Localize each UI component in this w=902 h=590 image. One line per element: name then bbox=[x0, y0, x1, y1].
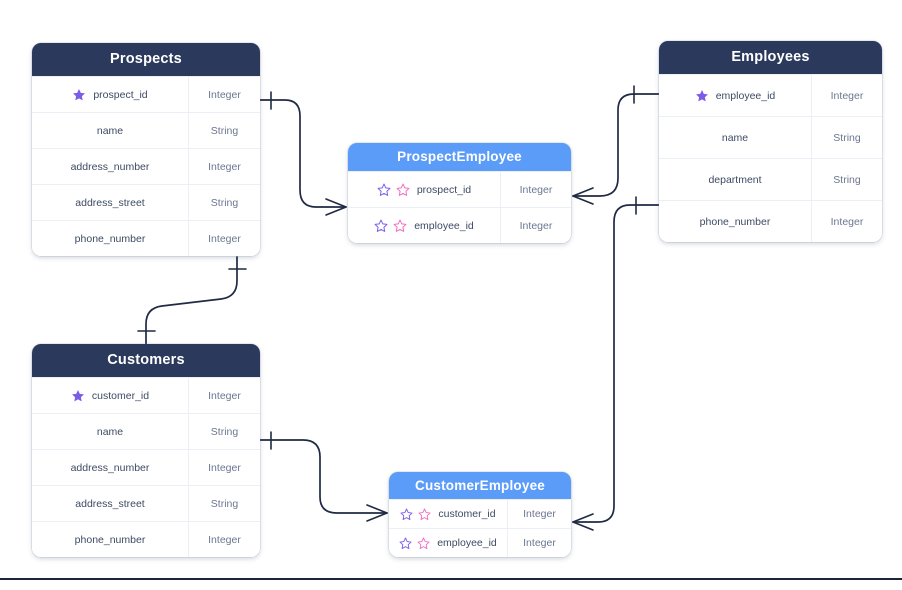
attribute-type-cell: Integer bbox=[188, 221, 260, 256]
attribute-label: employee_id bbox=[437, 537, 497, 549]
attribute-name-cell: customer_id bbox=[389, 500, 507, 528]
entity-customers[interactable]: Customers customer_id Integer name Strin… bbox=[32, 344, 260, 557]
attribute-label: customer_id bbox=[91, 389, 150, 402]
entity-title-employees: Employees bbox=[659, 41, 882, 74]
edge-prospects-customers bbox=[137, 256, 247, 345]
edge-customers-customeremployee bbox=[259, 431, 388, 522]
attribute-name-cell: address_number bbox=[32, 450, 188, 485]
attribute-label: address_street bbox=[75, 497, 145, 510]
attribute-label: address_number bbox=[70, 160, 150, 173]
attribute-type-cell: String bbox=[811, 159, 882, 200]
attribute-type-cell: String bbox=[188, 113, 260, 148]
attribute-label: department bbox=[708, 173, 762, 186]
attribute-type-cell: Integer bbox=[500, 172, 571, 207]
entity-title-customers: Customers bbox=[32, 344, 260, 377]
attribute-name-cell: phone_number bbox=[32, 221, 188, 256]
attribute-row[interactable]: employee_id Integer bbox=[348, 207, 571, 243]
attribute-type-cell: Integer bbox=[507, 529, 571, 557]
entity-title-prospectemployee: ProspectEmployee bbox=[348, 143, 571, 171]
attribute-name-cell: phone_number bbox=[32, 522, 188, 557]
attribute-row[interactable]: prospect_id Integer bbox=[348, 171, 571, 207]
attribute-name-cell: address_street bbox=[32, 185, 188, 220]
attribute-label: phone_number bbox=[74, 533, 146, 546]
attribute-name-cell: name bbox=[659, 117, 811, 158]
attribute-row[interactable]: employee_id Integer bbox=[389, 528, 571, 557]
entity-title-customeremployee: CustomerEmployee bbox=[389, 472, 571, 499]
attribute-name-cell: department bbox=[659, 159, 811, 200]
attribute-label: prospect_id bbox=[93, 88, 148, 101]
attribute-name-cell: phone_number bbox=[659, 201, 811, 242]
attribute-label: name bbox=[96, 124, 124, 137]
attribute-label: phone_number bbox=[699, 215, 771, 228]
attribute-name-cell: employee_id bbox=[348, 208, 500, 243]
attribute-type-cell: Integer bbox=[188, 378, 260, 413]
edge-employees-customeremployee bbox=[572, 196, 660, 531]
attribute-row[interactable]: customer_id Integer bbox=[389, 499, 571, 528]
attribute-label: phone_number bbox=[74, 232, 146, 245]
edge-prospects-prospectemployee bbox=[259, 91, 347, 216]
edge-prospectemployee-employees bbox=[572, 85, 660, 205]
primary-key-star-icon bbox=[695, 89, 709, 103]
attribute-name-cell: employee_id bbox=[659, 75, 811, 116]
foreign-key-star-icons bbox=[399, 537, 430, 550]
attribute-row[interactable]: address_street String bbox=[32, 184, 260, 220]
foreign-key-star-icons bbox=[377, 183, 410, 197]
attribute-type-cell: Integer bbox=[188, 77, 260, 112]
entity-title-prospects: Prospects bbox=[32, 43, 260, 76]
attribute-type-cell: Integer bbox=[811, 75, 882, 116]
entity-customeremployee[interactable]: CustomerEmployee customer_id Integer bbox=[389, 472, 571, 557]
attribute-row[interactable]: name String bbox=[32, 413, 260, 449]
entity-prospects[interactable]: Prospects prospect_id Integer name Strin… bbox=[32, 43, 260, 256]
attribute-row[interactable]: address_number Integer bbox=[32, 148, 260, 184]
attribute-row[interactable]: address_street String bbox=[32, 485, 260, 521]
entity-employees[interactable]: Employees employee_id Integer name Strin… bbox=[659, 41, 882, 242]
attribute-type-cell: String bbox=[188, 486, 260, 521]
attribute-type-cell: Integer bbox=[507, 500, 571, 528]
foreign-key-star-icons bbox=[400, 508, 431, 521]
attribute-type-cell: Integer bbox=[188, 522, 260, 557]
attribute-type-cell: Integer bbox=[500, 208, 571, 243]
attribute-label: employee_id bbox=[414, 219, 474, 232]
attribute-name-cell: prospect_id bbox=[348, 172, 500, 207]
attribute-row[interactable]: prospect_id Integer bbox=[32, 76, 260, 112]
attribute-label: customer_id bbox=[438, 508, 496, 520]
attribute-type-cell: String bbox=[811, 117, 882, 158]
attribute-name-cell: employee_id bbox=[389, 529, 507, 557]
attribute-type-cell: Integer bbox=[188, 450, 260, 485]
attribute-label: address_number bbox=[70, 461, 150, 474]
attribute-name-cell: address_number bbox=[32, 149, 188, 184]
attribute-row[interactable]: customer_id Integer bbox=[32, 377, 260, 413]
attribute-row[interactable]: phone_number Integer bbox=[659, 200, 882, 242]
attribute-label: name bbox=[721, 131, 749, 144]
attribute-row[interactable]: name String bbox=[32, 112, 260, 148]
attribute-row[interactable]: name String bbox=[659, 116, 882, 158]
attribute-row[interactable]: phone_number Integer bbox=[32, 521, 260, 557]
bottom-divider bbox=[0, 578, 902, 580]
attribute-name-cell: name bbox=[32, 113, 188, 148]
primary-key-star-icon bbox=[72, 88, 86, 102]
attribute-label: address_street bbox=[75, 196, 145, 209]
attribute-type-cell: String bbox=[188, 185, 260, 220]
attribute-name-cell: address_street bbox=[32, 486, 188, 521]
attribute-name-cell: customer_id bbox=[32, 378, 188, 413]
primary-key-star-icon bbox=[71, 389, 85, 403]
attribute-row[interactable]: employee_id Integer bbox=[659, 74, 882, 116]
attribute-type-cell: String bbox=[188, 414, 260, 449]
attribute-row[interactable]: department String bbox=[659, 158, 882, 200]
foreign-key-star-icons bbox=[374, 219, 407, 233]
attribute-type-cell: Integer bbox=[811, 201, 882, 242]
attribute-name-cell: prospect_id bbox=[32, 77, 188, 112]
attribute-row[interactable]: address_number Integer bbox=[32, 449, 260, 485]
attribute-name-cell: name bbox=[32, 414, 188, 449]
attribute-label: name bbox=[96, 425, 124, 438]
attribute-label: prospect_id bbox=[416, 183, 472, 196]
entity-prospectemployee[interactable]: ProspectEmployee prospect_id Integer bbox=[348, 143, 571, 243]
attribute-label: employee_id bbox=[715, 89, 776, 102]
attribute-row[interactable]: phone_number Integer bbox=[32, 220, 260, 256]
attribute-type-cell: Integer bbox=[188, 149, 260, 184]
